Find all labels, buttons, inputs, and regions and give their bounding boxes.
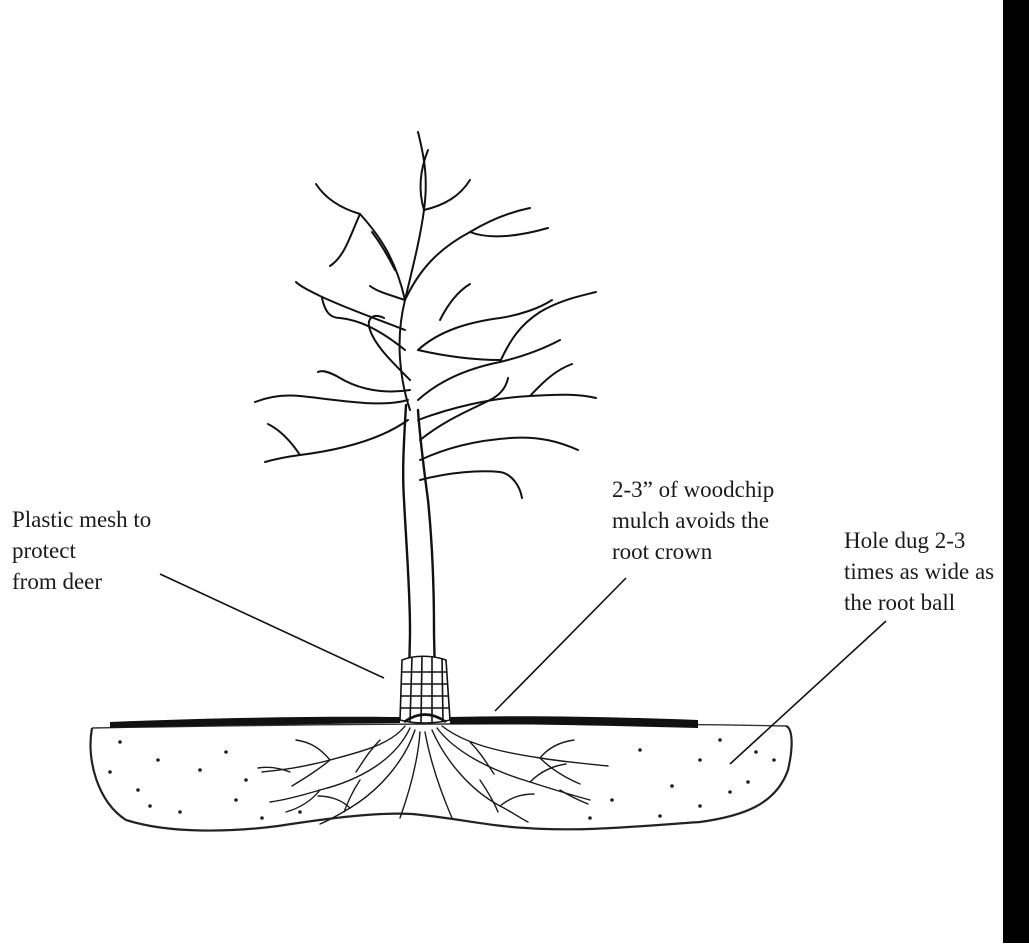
black-edge-bar — [1003, 0, 1029, 943]
mesh-leader-line — [159, 573, 385, 679]
soil-speckle — [198, 768, 202, 772]
mulch-label-line-3: root crown — [612, 539, 713, 564]
soil-speckle — [136, 788, 140, 792]
soil-speckle — [728, 790, 732, 794]
soil-speckle — [588, 816, 592, 820]
hole-label: Hole dug 2-3 times as wide as the root b… — [844, 528, 1000, 615]
soil-speckle — [698, 804, 702, 808]
soil-speckle — [670, 784, 674, 788]
bare-tree-drawing — [254, 131, 597, 499]
hole-label-line-1: Hole dug 2-3 — [844, 528, 965, 553]
roots-drawing — [257, 725, 609, 825]
mesh-label: Plastic mesh to protect from deer — [12, 507, 157, 594]
soil-speckle — [298, 810, 302, 814]
soil-speckle — [772, 758, 776, 762]
soil-speckle — [148, 804, 152, 808]
soil-speckle — [108, 770, 112, 774]
mesh-label-line-1: Plastic mesh to — [12, 507, 151, 532]
hole-label-line-3: the root ball — [844, 590, 955, 615]
soil-speckle — [718, 738, 722, 742]
soil-speckle — [638, 748, 642, 752]
mulch-label-line-1: 2-3” of woodchip — [612, 477, 774, 502]
mesh-label-line-2: protect — [12, 538, 76, 563]
soil-speckle — [698, 758, 702, 762]
soil-speckle — [754, 750, 758, 754]
soil-speckle — [610, 798, 614, 802]
mulch-label-line-2: mulch avoids the — [612, 508, 769, 533]
mesh-guard-drawing — [399, 655, 451, 724]
soil-speckle — [658, 814, 662, 818]
mulch-label: 2-3” of woodchip mulch avoids the root c… — [612, 477, 780, 564]
mulch-layer-drawing — [110, 716, 698, 728]
hole-label-line-2: times as wide as — [844, 559, 994, 584]
mulch-leader-line — [494, 577, 627, 712]
soil-speckle — [244, 778, 248, 782]
hole-leader-line — [729, 620, 887, 765]
soil-hole-drawing — [89, 723, 793, 832]
soil-speckle — [260, 816, 264, 820]
soil-speckle — [178, 810, 182, 814]
soil-speckle — [234, 798, 238, 802]
soil-speckle — [156, 758, 160, 762]
mesh-label-line-3: from deer — [12, 569, 102, 594]
soil-speckle — [224, 750, 228, 754]
soil-speckle — [746, 780, 750, 784]
soil-speckle — [118, 740, 122, 744]
